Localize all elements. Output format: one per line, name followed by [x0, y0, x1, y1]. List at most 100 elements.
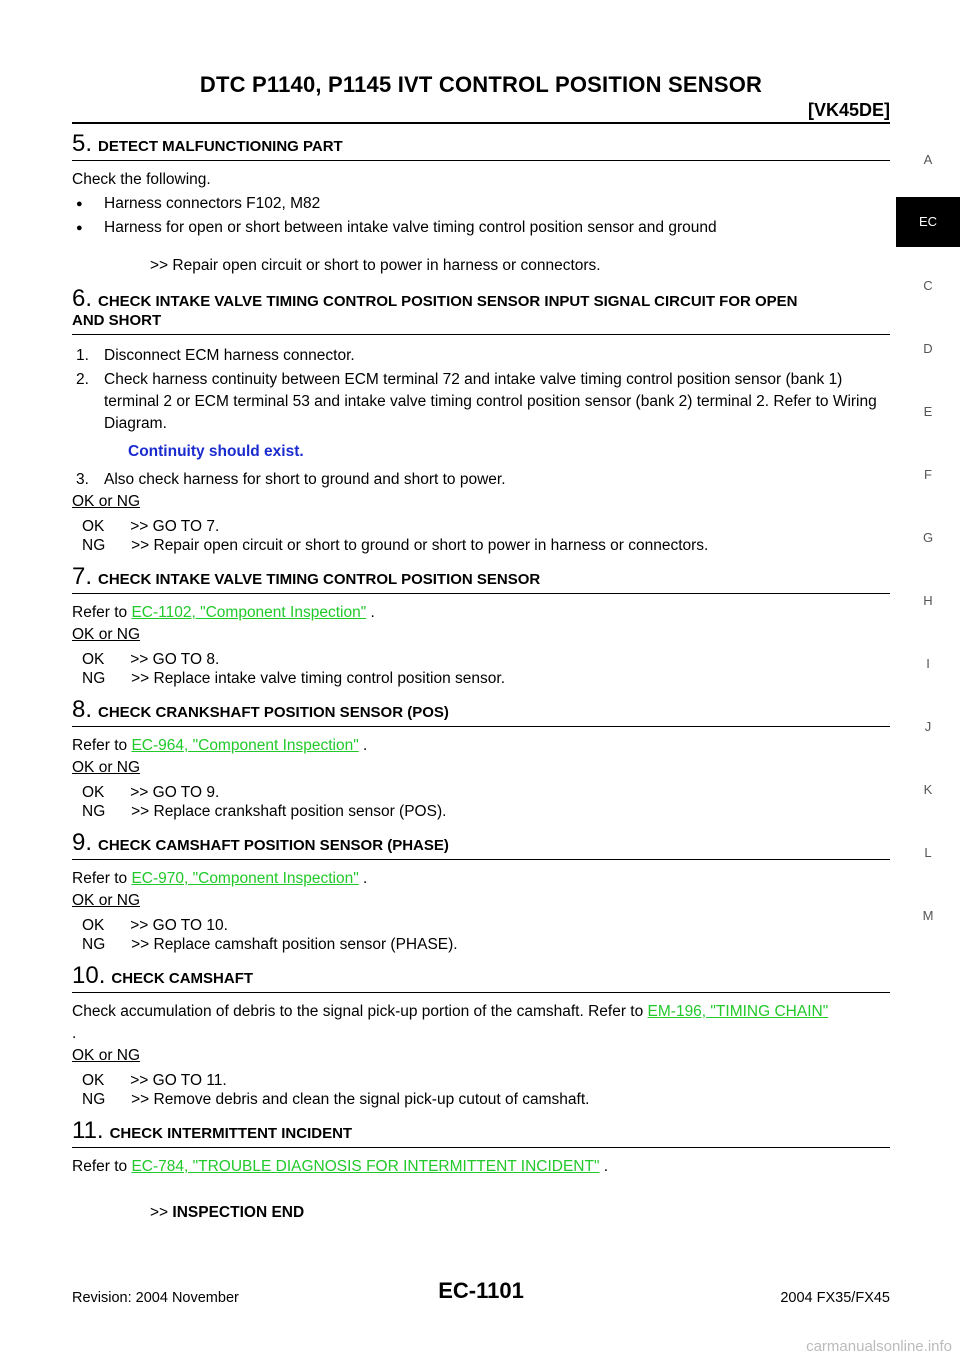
- ok-result: OK >> GO TO 11.: [82, 1072, 227, 1089]
- index-tab-a[interactable]: A: [923, 152, 933, 167]
- index-tab-k[interactable]: K: [923, 782, 933, 797]
- step-6-list: 1. Disconnect ECM harness connector. 2. Ch…: [72, 345, 890, 435]
- ok-result: OK >> GO TO 8.: [82, 651, 220, 668]
- step-5-intro: Check the following.: [72, 171, 211, 188]
- reference-link[interactable]: EC-784, "TROUBLE DIAGNOSIS FOR INTERMITT…: [131, 1158, 600, 1175]
- procedure-content: 5. DETECT MALFUNCTIONING PART Check the f…: [72, 128, 890, 1224]
- refer-suffix: .: [366, 604, 375, 621]
- step-10-text: Check accumulation of debris to the sign…: [72, 1001, 890, 1045]
- continuity-note: Continuity should exist.: [128, 443, 304, 460]
- ok-result: OK >> GO TO 7.: [82, 518, 220, 535]
- item-number: 2.: [76, 371, 89, 388]
- step-number: 5.: [72, 130, 93, 157]
- index-tab-f[interactable]: F: [924, 467, 932, 482]
- ok-or-ng-label: OK or NG: [72, 892, 141, 909]
- step-9-heading: 9. CHECK CAMSHAFT POSITION SENSOR (PHASE): [72, 831, 890, 860]
- item-text: Check harness continuity between ECM ter…: [104, 371, 877, 432]
- result-text: INSPECTION END: [172, 1204, 305, 1221]
- index-tab-d[interactable]: D: [923, 341, 933, 356]
- index-tab-i[interactable]: I: [926, 656, 930, 671]
- index-tab-g[interactable]: G: [922, 530, 934, 545]
- item-text: Disconnect ECM harness connector.: [104, 347, 355, 364]
- step-number: 11.: [72, 1117, 104, 1144]
- ok-ng-results: OK >> GO TO 10. NG >> Replace camshaft p…: [72, 916, 890, 954]
- list-item: 3. Also check harness for short to ground…: [72, 469, 890, 491]
- refer-suffix: .: [72, 1025, 77, 1042]
- ok-or-ng-label: OK or NG: [72, 1047, 141, 1064]
- revision-date: Revision: 2004 November: [72, 1290, 239, 1306]
- index-tab-h[interactable]: H: [923, 593, 933, 608]
- index-tab-l[interactable]: L: [924, 845, 932, 860]
- page-footer: Revision: 2004 November EC-1101 2004 FX3…: [72, 1278, 890, 1318]
- step-5-result: >> Repair open circuit or short to power…: [150, 257, 601, 274]
- item-text: Also check harness for short to ground a…: [104, 471, 506, 488]
- step-number: 6.: [72, 285, 93, 312]
- step-title: DETECT MALFUNCTIONING PART: [98, 138, 343, 155]
- reference-link[interactable]: EC-1102, "Component Inspection": [131, 604, 367, 621]
- step-title-continued: AND SHORT: [72, 312, 162, 329]
- step-title: CHECK INTERMITTENT INCIDENT: [109, 1125, 353, 1142]
- section-index: A EC C D E F G H I J K L M: [896, 128, 960, 947]
- step-11-heading: 11. CHECK INTERMITTENT INCIDENT: [72, 1119, 890, 1148]
- index-tab-ec[interactable]: EC: [896, 197, 960, 247]
- page-number: EC-1101: [438, 1278, 524, 1303]
- list-item: 1. Disconnect ECM harness connector.: [72, 345, 890, 367]
- body-text: Check accumulation of debris to the sign…: [72, 1003, 648, 1020]
- page-header: DTC P1140, P1145 IVT CONTROL POSITION SE…: [72, 72, 890, 121]
- step-10-heading: 10. CHECK CAMSHAFT: [72, 964, 890, 993]
- ng-result: NG >> Repair open circuit or short to gr…: [82, 537, 709, 554]
- ok-or-ng-label: OK or NG: [72, 626, 141, 643]
- step-number: 10.: [72, 962, 106, 989]
- step-title: CHECK INTAKE VALVE TIMING CONTROL POSITI…: [98, 571, 541, 588]
- ok-result: OK >> GO TO 9.: [82, 784, 220, 801]
- step-5-heading: 5. DETECT MALFUNCTIONING PART: [72, 132, 890, 161]
- refer-text: Refer to: [72, 1158, 132, 1175]
- step-title: CHECK CAMSHAFT: [111, 970, 254, 987]
- bullet-item: Harness for open or short between intake…: [72, 217, 890, 239]
- step-title: CHECK CRANKSHAFT POSITION SENSOR (POS): [98, 704, 449, 721]
- step-number: 9.: [72, 829, 93, 856]
- engine-code: [VK45DE]: [807, 100, 890, 120]
- ok-result: OK >> GO TO 10.: [82, 917, 228, 934]
- step-11-refer: Refer to EC-784, "TROUBLE DIAGNOSIS FOR …: [72, 1156, 890, 1178]
- item-number: 3.: [76, 471, 89, 488]
- step-title: CHECK INTAKE VALVE TIMING CONTROL POSITI…: [98, 293, 798, 310]
- refer-suffix: .: [358, 737, 368, 754]
- ok-or-ng-label: OK or NG: [72, 759, 141, 776]
- header-rule: [72, 122, 890, 124]
- step-7-refer: Refer to EC-1102, "Component Inspection"…: [72, 602, 890, 624]
- ok-ng-results: OK >> GO TO 11. NG >> Remove debris and …: [72, 1071, 890, 1109]
- refer-suffix: .: [358, 870, 368, 887]
- index-tab-m[interactable]: M: [922, 908, 934, 923]
- reference-link[interactable]: EM-196, "TIMING CHAIN": [647, 1003, 829, 1020]
- step-8-heading: 8.CHECK CRANKSHAFT POSITION SENSOR (POS): [72, 698, 890, 727]
- ng-result: NG >> Remove debris and clean the signal…: [82, 1091, 590, 1108]
- vehicle-model: 2004 FX35/FX45: [780, 1290, 890, 1306]
- ng-result: NG >> Replace camshaft position sensor (…: [82, 936, 458, 953]
- step-number: 7.: [72, 563, 93, 590]
- step-6-heading: 6. CHECK INTAKE VALVE TIMING CONTROL POSI…: [72, 287, 890, 335]
- ng-result: NG >> Replace crankshaft position sensor…: [82, 803, 447, 820]
- step-7-heading: 7. CHECK INTAKE VALVE TIMING CONTROL POSI…: [72, 565, 890, 594]
- index-tab-j[interactable]: J: [924, 719, 932, 734]
- refer-text: Refer to: [72, 737, 132, 754]
- reference-link[interactable]: EC-964, "Component Inspection": [131, 737, 359, 754]
- ng-result: NG >> Replace intake valve timing contro…: [82, 670, 506, 687]
- ok-ng-results: OK >> GO TO 8. NG >> Replace intake valv…: [72, 650, 890, 688]
- refer-text: Refer to: [72, 604, 132, 621]
- step-11-result: >> INSPECTION END: [72, 1202, 890, 1224]
- item-number: 1.: [76, 347, 89, 364]
- step-8-refer: Refer to EC-964, "Component Inspection" …: [72, 735, 890, 757]
- step-6-list-cont: 3. Also check harness for short to ground…: [72, 469, 890, 491]
- list-item: 2. Check harness continuity between ECM t…: [72, 369, 890, 435]
- step-title: CHECK CAMSHAFT POSITION SENSOR (PHASE): [98, 837, 449, 854]
- refer-text: Refer to: [72, 870, 132, 887]
- page-title: DTC P1140, P1145 IVT CONTROL POSITION SE…: [199, 72, 763, 97]
- reference-link[interactable]: EC-970, "Component Inspection": [131, 870, 359, 887]
- index-tab-e[interactable]: E: [923, 404, 933, 419]
- bullet-item: Harness connectors F102, M82: [72, 193, 890, 215]
- index-tab-c[interactable]: C: [923, 278, 933, 293]
- refer-suffix: .: [599, 1158, 609, 1175]
- result-prefix: >>: [150, 1204, 173, 1221]
- ok-ng-results: OK >> GO TO 9. NG >> Replace crankshaft …: [72, 783, 890, 821]
